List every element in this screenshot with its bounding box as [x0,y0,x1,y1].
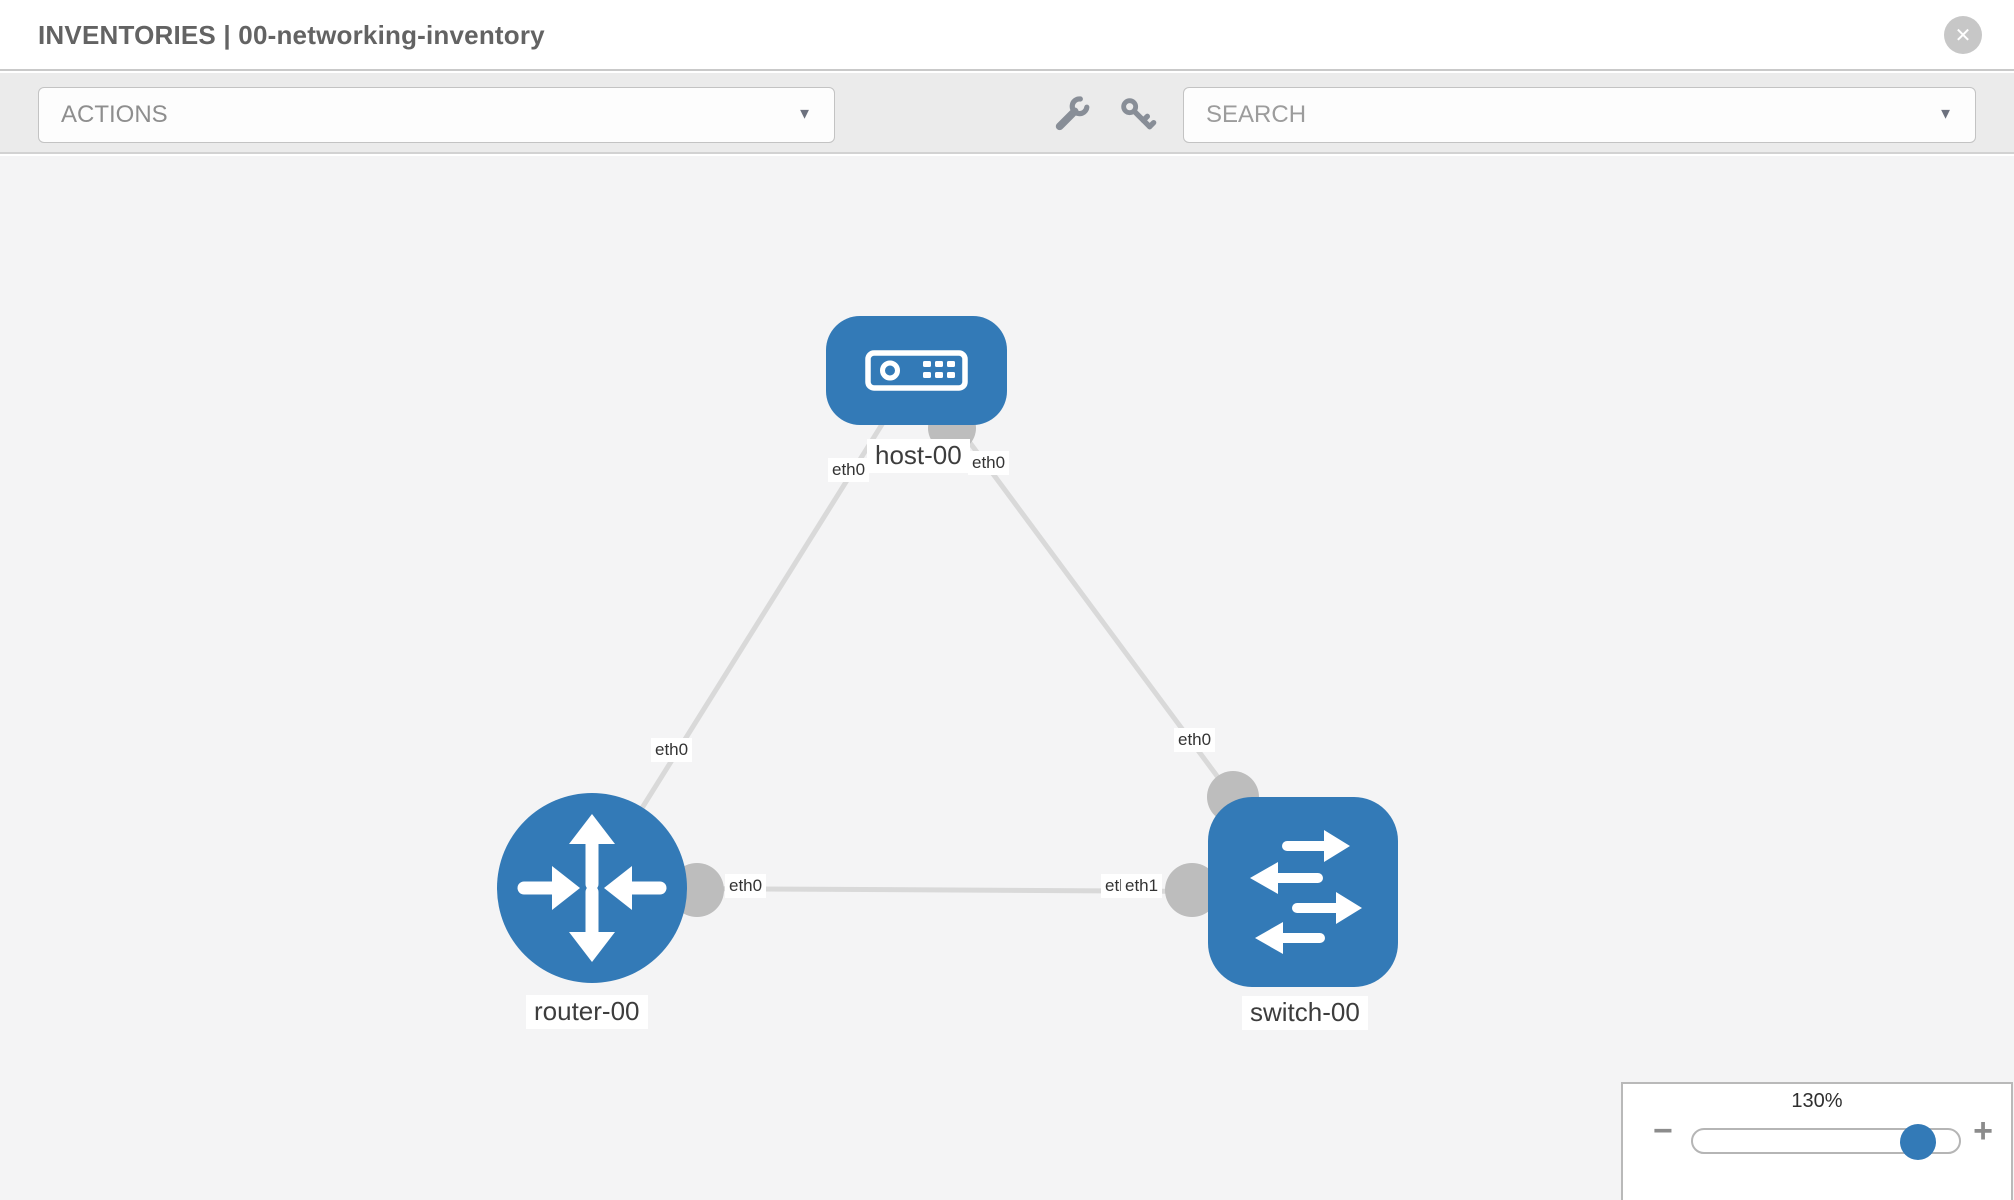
node-router-00[interactable] [497,793,687,983]
node-label-router-00[interactable]: router-00 [526,995,648,1029]
zoom-percentage: 130% [1791,1090,1843,1112]
close-icon[interactable]: ✕ [1944,16,1982,54]
page-title: INVENTORIES | 00-networking-inventory [38,20,545,50]
zoom-out-button[interactable]: − [1653,1112,1673,1150]
zoom-control-panel: 130% − + [1621,1082,2013,1200]
eth-label-host-to-switch: eth0 [968,451,1010,475]
toolbar: ACTIONS ▼ SEARCH ▼ [0,73,2014,154]
chevron-down-icon: ▼ [1938,105,1953,123]
search-placeholder: SEARCH [1206,101,1307,128]
actions-dropdown[interactable]: ACTIONS ▼ [38,87,835,143]
eth-label-router-to-host: eth0 [651,738,693,762]
eth-label-router-to-switch: eth0 [725,874,767,898]
topology-graph [497,316,1398,987]
node-host-00[interactable] [826,316,1007,425]
node-label-host-00[interactable]: host-00 [867,439,970,473]
host-icon [865,350,968,391]
eth-label-switch-to-router: eth1 [1121,874,1163,898]
link-host-router[interactable] [589,368,919,890]
search-dropdown[interactable]: SEARCH ▼ [1183,87,1976,143]
interface-dot-switch-eth1[interactable] [1165,863,1219,917]
zoom-slider-track[interactable] [1691,1124,1961,1160]
zoom-in-button[interactable]: + [1973,1112,1993,1150]
switch-icon [1250,830,1362,954]
node-switch-00[interactable] [1208,797,1398,987]
window-header: INVENTORIES | 00-networking-inventory ✕ [0,0,2014,71]
router-icon [517,814,667,962]
wrench-icon[interactable] [1052,94,1092,134]
node-label-switch-00[interactable]: switch-00 [1242,996,1368,1030]
topology-canvas[interactable] [0,156,2014,1200]
key-icon[interactable] [1117,94,1157,134]
zoom-slider-knob[interactable] [1900,1124,1936,1160]
eth-label-host-to-router: eth0 [828,458,870,482]
actions-dropdown-label: ACTIONS [61,101,168,128]
eth-label-switch-to-host: eth0 [1174,728,1216,752]
chevron-down-icon: ▼ [797,105,812,123]
